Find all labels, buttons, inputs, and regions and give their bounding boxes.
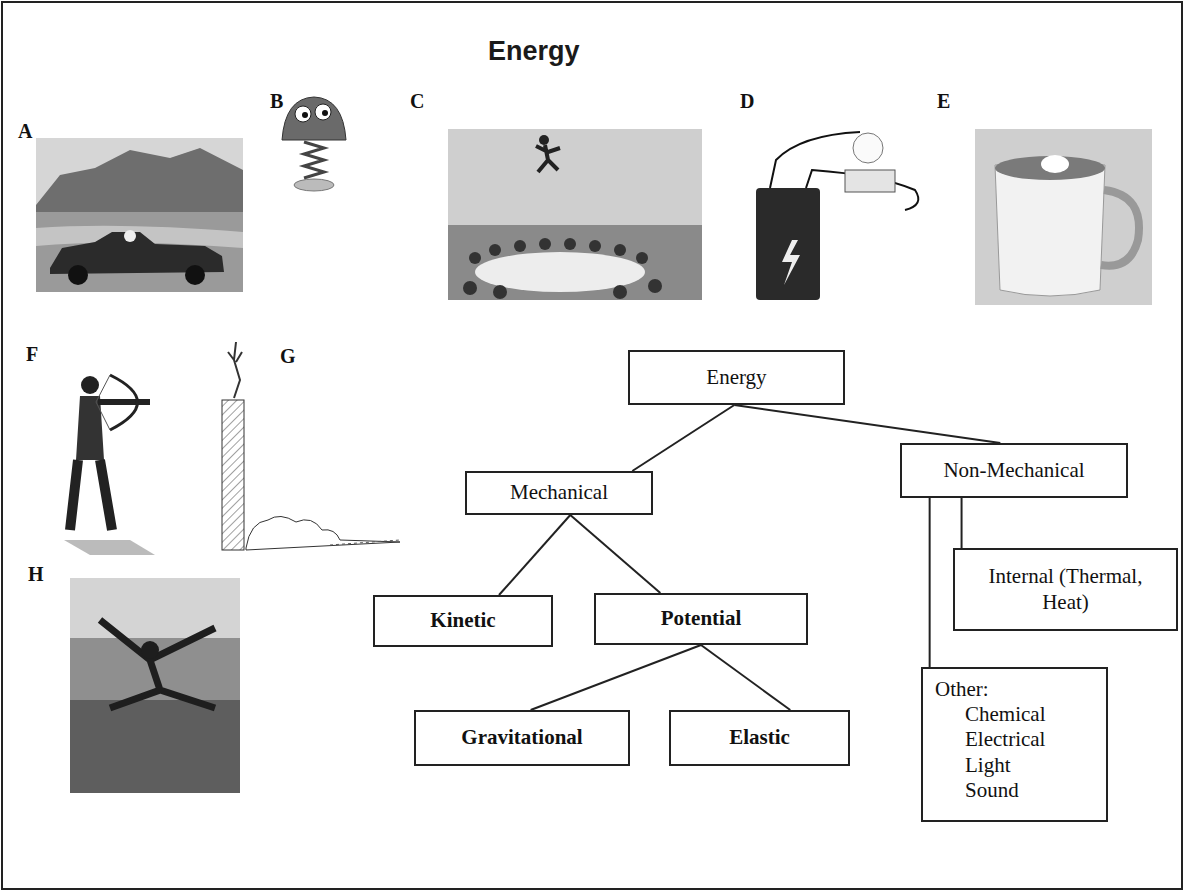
photo-sky bbox=[448, 129, 702, 300]
diver-figure bbox=[228, 342, 242, 398]
toy-base bbox=[294, 179, 334, 191]
photo-ground bbox=[36, 212, 243, 292]
category-label: Sound bbox=[935, 778, 1019, 803]
category-label: Potential bbox=[661, 606, 741, 631]
jumper-head bbox=[141, 641, 159, 659]
branch-line bbox=[632, 405, 734, 471]
photo-crowd bbox=[463, 238, 662, 299]
category-label: Light bbox=[935, 753, 1011, 778]
category-box: Internal (Thermal, Heat) bbox=[953, 548, 1178, 631]
panel-letter: G bbox=[280, 345, 296, 368]
category-box: Non-Mechanical bbox=[900, 443, 1128, 498]
mug-handle bbox=[1101, 190, 1139, 266]
jumper-figure bbox=[100, 620, 215, 708]
branch-line bbox=[961, 498, 963, 548]
light-bulb bbox=[853, 133, 883, 163]
marshmallow bbox=[1041, 155, 1069, 173]
category-box: Other:ChemicalElectricalLightSound bbox=[921, 667, 1108, 822]
water-line bbox=[330, 540, 400, 545]
jumping-person-head bbox=[539, 135, 549, 145]
panel-letter: E bbox=[937, 90, 950, 113]
bow bbox=[110, 375, 138, 430]
panel-letter: B bbox=[270, 90, 283, 113]
category-label: Kinetic bbox=[430, 608, 495, 633]
toy-spring bbox=[304, 142, 324, 178]
category-label: Energy bbox=[706, 365, 766, 390]
battery-bolt bbox=[782, 240, 800, 285]
car-driver bbox=[124, 230, 136, 242]
toy-dome bbox=[282, 97, 346, 140]
category-box: Elastic bbox=[669, 710, 850, 766]
photo-background bbox=[975, 129, 1152, 305]
category-label: Electrical bbox=[935, 727, 1045, 752]
rocks bbox=[246, 516, 400, 550]
category-label: Non-Mechanical bbox=[943, 458, 1084, 483]
category-label: Mechanical bbox=[510, 480, 608, 505]
archer-head bbox=[81, 376, 99, 394]
car-wheel bbox=[185, 265, 205, 285]
category-box: Energy bbox=[628, 350, 845, 405]
battery bbox=[756, 188, 820, 300]
cliff-wall bbox=[222, 400, 244, 550]
mug-photo bbox=[975, 129, 1152, 305]
branch-line bbox=[570, 515, 660, 593]
diagram-title: Energy bbox=[488, 36, 580, 67]
photo-mountain bbox=[36, 148, 243, 215]
photo-sky bbox=[36, 138, 243, 292]
archer-legs bbox=[70, 460, 112, 530]
bow-string bbox=[96, 375, 110, 430]
battery-circuit bbox=[756, 132, 918, 300]
category-box: Gravitational bbox=[414, 710, 630, 766]
panel-letter: H bbox=[28, 563, 44, 586]
blanket-toss-photo bbox=[448, 129, 702, 300]
photo-ground bbox=[448, 225, 702, 300]
jumping-person bbox=[536, 145, 560, 172]
archer-arm bbox=[98, 399, 150, 405]
branch-line bbox=[734, 405, 1000, 443]
long-jump-photo bbox=[70, 578, 240, 793]
mug-drink bbox=[995, 156, 1105, 180]
car-photo bbox=[36, 138, 243, 292]
archer-shadow bbox=[64, 540, 155, 555]
toy-eye bbox=[315, 104, 331, 120]
archer-body bbox=[76, 396, 104, 460]
photo-background bbox=[70, 578, 240, 793]
branch-line bbox=[531, 645, 701, 710]
cliff-drawing bbox=[222, 342, 400, 550]
toy-pupil bbox=[322, 110, 328, 116]
category-label: Chemical bbox=[935, 702, 1045, 727]
car-wheel bbox=[68, 265, 88, 285]
bulb-socket bbox=[845, 170, 895, 192]
category-box: Potential bbox=[594, 593, 808, 645]
panel-letter: C bbox=[410, 90, 424, 113]
category-box: Mechanical bbox=[465, 471, 653, 515]
panel-letter: D bbox=[740, 90, 754, 113]
circuit-wire bbox=[770, 132, 918, 210]
category-box: Kinetic bbox=[373, 595, 553, 647]
spring-toy bbox=[282, 97, 346, 191]
panel-letter: A bbox=[18, 120, 32, 143]
photo-crowd bbox=[70, 700, 240, 793]
category-label: Gravitational bbox=[461, 725, 582, 750]
panel-letter: F bbox=[26, 343, 38, 366]
mug-body bbox=[995, 165, 1105, 296]
category-label: Elastic bbox=[729, 725, 790, 750]
toy-pupil bbox=[302, 112, 308, 118]
branch-line bbox=[701, 645, 790, 710]
category-label: Internal (Thermal, Heat) bbox=[978, 564, 1153, 614]
branch-line bbox=[499, 515, 570, 595]
branch-line bbox=[929, 498, 931, 667]
toy-eye bbox=[295, 106, 311, 122]
archer-figure bbox=[64, 375, 155, 555]
category-label: Other: bbox=[935, 677, 989, 702]
